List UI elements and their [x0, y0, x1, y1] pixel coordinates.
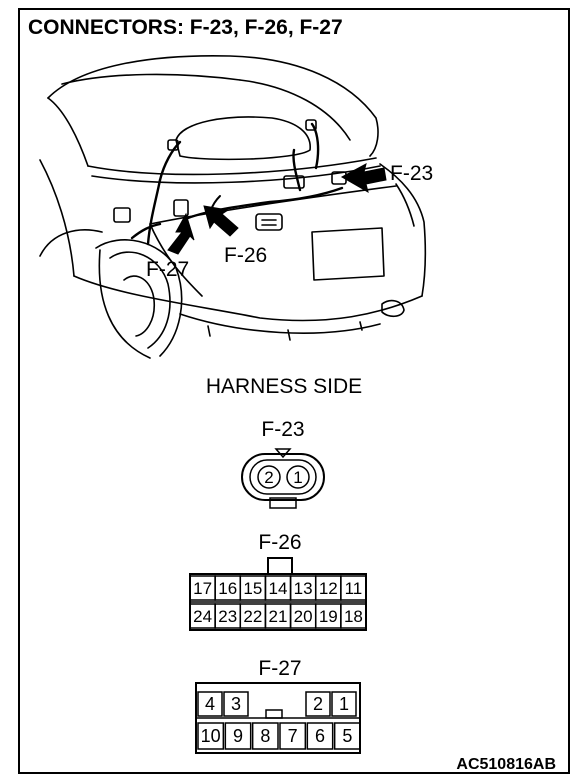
- connector-f23: F-23 2 1: [241, 418, 325, 509]
- f27-pin-9-cell: [224, 722, 252, 750]
- f26-pin-24-number: 24: [193, 607, 212, 626]
- callout-label-f23: F-23: [390, 162, 433, 185]
- f26-pin-19-number: 19: [319, 607, 338, 626]
- f26-lock-tab: [267, 557, 293, 575]
- f27-pin-10-cell: [197, 722, 225, 750]
- f23-pin-2: [257, 465, 281, 489]
- f26-pin-21-number: 21: [269, 607, 288, 626]
- f26-pin-17-number: 17: [193, 579, 212, 598]
- f26-pin-20-number: 20: [294, 607, 313, 626]
- callout-arrows: [167, 163, 387, 255]
- f26-pin-16-number: 16: [218, 579, 237, 598]
- f23-housing-outer: [241, 453, 325, 501]
- f26-pin-15-number: 15: [243, 579, 262, 598]
- f27-pin-9-number: 9: [233, 726, 243, 746]
- f27-pin-6-cell: [306, 722, 334, 750]
- f26-pin-13-number: 13: [294, 579, 313, 598]
- f27-pin-8-cell: [251, 722, 279, 750]
- f27-pin-2-cell: [305, 691, 331, 717]
- f27-pin-2-number: 2: [313, 694, 323, 714]
- callout-label-f26: F-26: [224, 244, 267, 267]
- f26-pin-22-number: 22: [243, 607, 262, 626]
- f26-pin-23-number: 23: [218, 607, 237, 626]
- connector-f27-label: F-27: [258, 657, 301, 680]
- diagram-title: CONNECTORS: F-23, F-26, F-27: [28, 16, 343, 39]
- figure-frame: [18, 8, 570, 774]
- f27-pin-5-number: 5: [342, 726, 352, 746]
- figure-code: AC510816AB: [456, 756, 556, 773]
- f27-pin-10-number: 10: [201, 726, 221, 746]
- f27-pin-4-cell: [197, 691, 223, 717]
- f27-pin-7-number: 7: [288, 726, 298, 746]
- callout-label-f27: F-27: [146, 258, 189, 281]
- f26-pin-12-number: 12: [319, 579, 338, 598]
- arrow-f23: [340, 163, 387, 194]
- f27-pin-8-number: 8: [260, 726, 270, 746]
- arrow-f27: [167, 212, 195, 255]
- f26-pin-18-number: 18: [344, 607, 363, 626]
- f26-pin-14-number: 14: [269, 579, 288, 598]
- f27-key: [265, 709, 283, 719]
- f26-pin-11-number: 11: [345, 579, 363, 598]
- arrow-f26: [203, 205, 239, 237]
- f27-pin-1-cell: [331, 691, 357, 717]
- f27-pin-3-cell: [223, 691, 249, 717]
- connector-f26: F-26 17 16 15 14 13 12 11 24 23 22 21 20 19 18: [189, 531, 367, 631]
- connector-f26-label: F-26: [258, 531, 301, 554]
- f27-pin-5-cell: [333, 722, 361, 750]
- f23-pin-2-number: 2: [264, 468, 273, 487]
- f27-pin-3-number: 3: [231, 694, 241, 714]
- f23-pin-1-number: 1: [293, 468, 302, 487]
- f26-pin-11-cell: [340, 575, 367, 601]
- f23-housing-inner: [249, 459, 317, 495]
- harness-side-label: HARNESS SIDE: [206, 375, 362, 398]
- f27-pin-1-number: 1: [339, 694, 349, 714]
- f23-pin-1: [286, 465, 310, 489]
- f23-latch: [269, 497, 297, 509]
- vehicle-rear-illustration: [39, 54, 427, 359]
- f26-pin-18-cell: [340, 603, 367, 629]
- connector-f23-label: F-23: [261, 418, 304, 441]
- f27-pin-4-number: 4: [205, 694, 215, 714]
- f27-pin-7-cell: [279, 722, 307, 750]
- f27-pin-6-number: 6: [315, 726, 325, 746]
